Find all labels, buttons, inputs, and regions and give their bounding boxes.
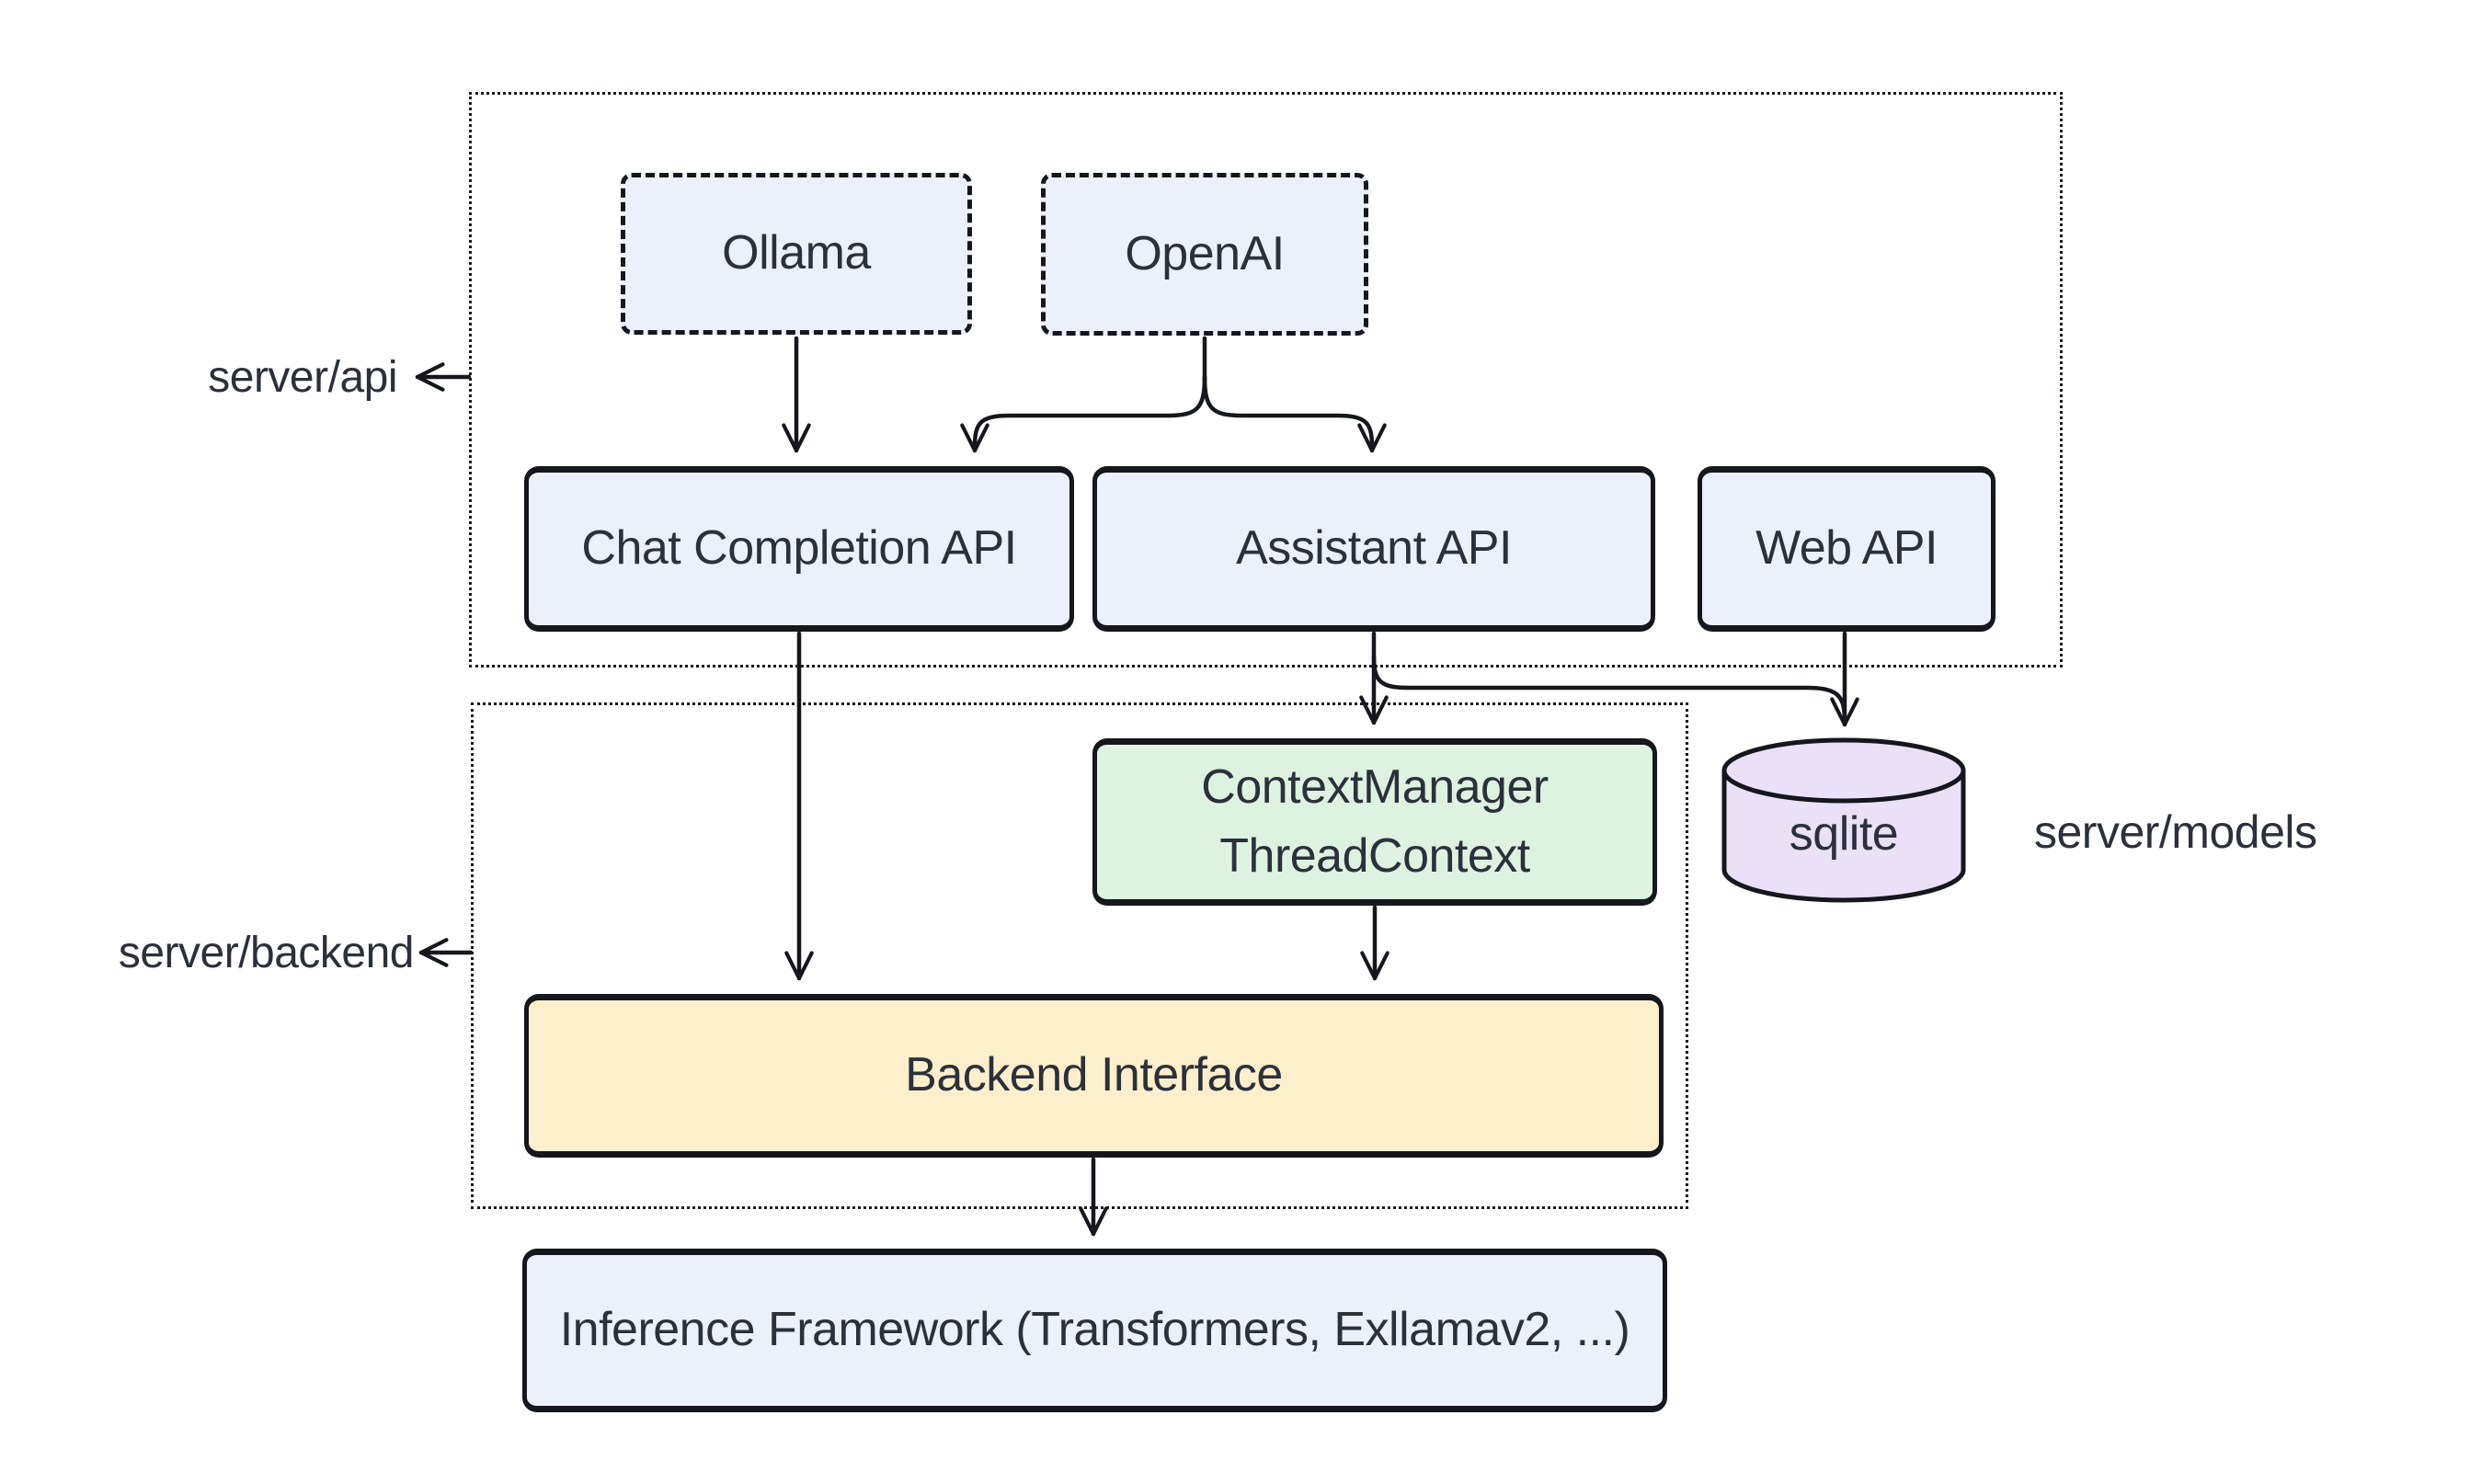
node-openai: OpenAI xyxy=(1041,173,1368,336)
node-ollama-label: Ollama xyxy=(722,226,871,280)
node-backend-interface-label: Backend Interface xyxy=(905,1048,1283,1102)
node-web-api: Web API xyxy=(1698,466,1995,632)
node-openai-label: OpenAI xyxy=(1125,226,1285,280)
node-assistant-api-label: Assistant API xyxy=(1236,521,1512,576)
node-ollama: Ollama xyxy=(621,173,972,335)
container-server-api xyxy=(469,92,2063,668)
arrow-assistant-to-sqlite-branch xyxy=(1371,654,1847,724)
node-web-api-label: Web API xyxy=(1755,521,1938,576)
node-assistant-api: Assistant API xyxy=(1092,466,1655,632)
node-inference-framework-label: Inference Framework (Transformers, Exlla… xyxy=(559,1303,1630,1357)
node-chat-completion-api-label: Chat Completion API xyxy=(581,521,1017,576)
node-context-manager: ContextManager ThreadContext xyxy=(1092,738,1657,906)
node-context-manager-line2: ThreadContext xyxy=(1219,829,1530,883)
node-chat-completion-api: Chat Completion API xyxy=(524,466,1074,632)
arrow-openai-to-chat xyxy=(960,374,1207,453)
label-server-api: server/api xyxy=(208,352,397,402)
label-server-backend: server/backend xyxy=(118,928,415,977)
node-context-manager-line1: ContextManager xyxy=(1201,759,1549,814)
node-backend-interface: Backend Interface xyxy=(524,994,1664,1158)
arrow-openai-to-assistant xyxy=(1202,374,1387,453)
node-inference-framework: Inference Framework (Transformers, Exlla… xyxy=(522,1249,1667,1412)
node-sqlite-label: sqlite xyxy=(1789,807,1899,861)
label-server-models: server/models xyxy=(2034,806,2317,858)
sqlite-cylinder xyxy=(1721,737,1966,903)
